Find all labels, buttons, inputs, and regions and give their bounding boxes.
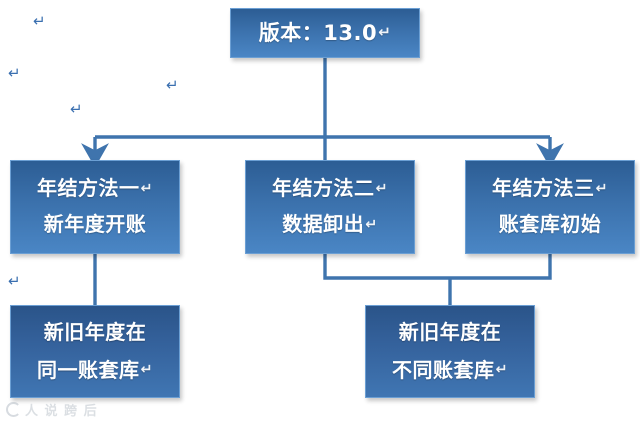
node-method-1-line-2: 新年度开账	[43, 212, 147, 237]
pilcrow-icon: ↵	[495, 362, 509, 379]
node-result-1-text-1: 新旧年度在	[43, 319, 147, 344]
node-method-2-text-2: 数据卸出	[282, 212, 365, 236]
node-method-1[interactable]: 年结方法一↵ 新年度开账	[10, 160, 180, 254]
node-method-2-line-1: 年结方法二↵	[272, 177, 388, 201]
node-result-2-text-2: 不同账套库	[391, 357, 495, 382]
node-result-1-text-2: 同一账套库	[36, 357, 140, 382]
node-method-3-text-2: 账套库初始	[498, 212, 602, 236]
node-method-3[interactable]: 年结方法三↵ 账套库初始	[465, 160, 635, 254]
node-result-1[interactable]: 新旧年度在 同一账套库↵	[10, 305, 180, 398]
node-version-line-1: 版本：13.0↵	[259, 21, 392, 46]
node-method-3-line-1: 年结方法三↵	[492, 177, 608, 201]
node-result-2-line-2: 不同账套库↵	[391, 357, 509, 383]
pilcrow-icon: ↵	[375, 181, 389, 198]
pilcrow-icon: ↵	[378, 23, 392, 42]
pilcrow-icon: ↵	[365, 216, 378, 233]
watermark-text: 人 说 跨 后	[25, 404, 98, 419]
pilcrow-icon: ↵	[595, 181, 609, 198]
node-result-2[interactable]: 新旧年度在 不同账套库↵	[365, 305, 535, 398]
node-method-2-line-2: 数据卸出↵	[282, 212, 378, 237]
node-result-1-line-1: 新旧年度在	[43, 319, 147, 345]
node-result-1-line-2: 同一账套库↵	[36, 357, 154, 383]
node-method-2[interactable]: 年结方法二↵ 数据卸出↵	[245, 160, 415, 254]
circle-logo-icon	[6, 402, 21, 417]
node-method-2-text-1: 年结方法二	[271, 176, 375, 201]
node-result-2-line-1: 新旧年度在	[398, 319, 502, 345]
node-method-3-text-1: 年结方法三	[491, 176, 595, 201]
node-version-text-1: 版本：13.0	[258, 20, 378, 45]
floating-pilcrow-mark: ↵	[33, 12, 46, 30]
node-result-2-text-1: 新旧年度在	[398, 319, 502, 344]
node-method-3-line-2: 账套库初始	[498, 212, 602, 237]
pilcrow-icon: ↵	[140, 181, 154, 198]
node-method-1-line-1: 年结方法一↵	[37, 177, 153, 201]
watermark: 人 说 跨 后	[6, 400, 98, 419]
node-method-1-text-1: 年结方法一	[36, 176, 140, 201]
floating-pilcrow-mark: ↵	[8, 272, 21, 290]
floating-pilcrow-mark: ↵	[70, 100, 83, 118]
pilcrow-icon: ↵	[140, 362, 154, 379]
connector-method3-to-merge	[450, 254, 552, 280]
connector-method2-to-merge	[323, 254, 450, 280]
floating-pilcrow-mark: ↵	[8, 64, 21, 82]
node-method-1-text-2: 新年度开账	[43, 212, 147, 236]
node-version[interactable]: 版本：13.0↵	[230, 8, 420, 58]
floating-pilcrow-mark: ↵	[166, 76, 179, 94]
